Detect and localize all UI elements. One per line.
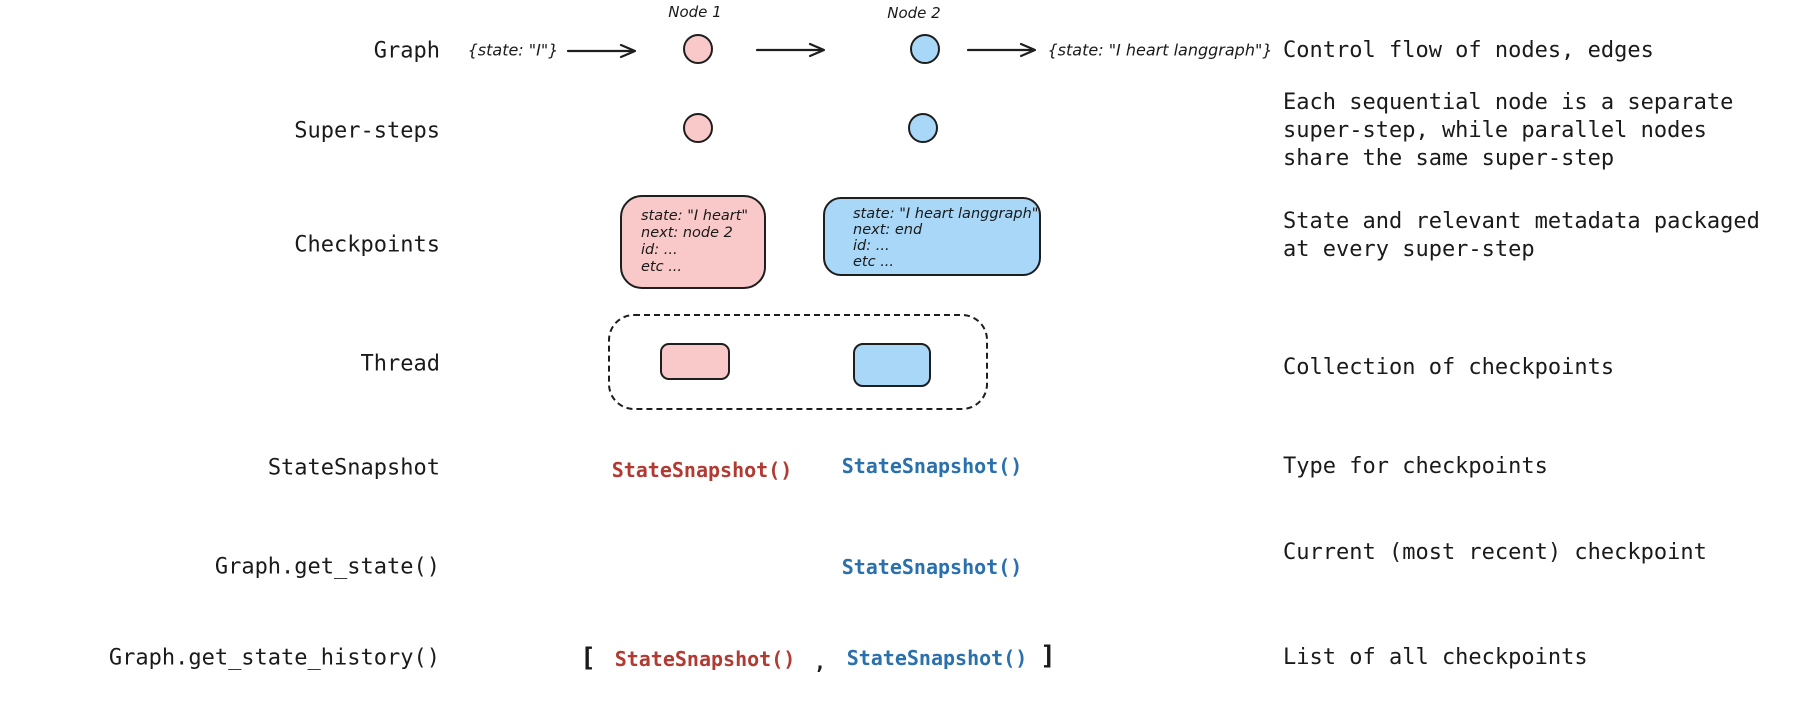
history-code-blue: StateSnapshot() — [846, 646, 1028, 670]
row-label-thread: Thread — [360, 351, 440, 377]
get-state-result-code: StateSnapshot() — [841, 555, 1023, 579]
list-separator: , — [813, 650, 827, 674]
description-graph: Control flow of nodes, edges — [1283, 38, 1654, 63]
graph-output-state-text: {state: "I heart langgraph"} — [1047, 40, 1273, 60]
row-label-graph: Graph — [373, 38, 440, 64]
row-label-statesnapshot: StateSnapshot — [267, 455, 440, 481]
super-step2-circle-icon — [908, 113, 938, 143]
description-thread: Collection of checkpoints — [1283, 355, 1615, 380]
statesnapshot-code-blue: StateSnapshot() — [841, 454, 1023, 478]
checkpoint-pink-text: state: "I heart" next: node 2 id: ... et… — [641, 208, 749, 275]
list-bracket-open: [ — [580, 643, 596, 673]
row-label-checkpoints: Checkpoints — [294, 232, 440, 258]
row-label-get-state-history: Graph.get_state_history() — [108, 645, 440, 671]
row-label-super-steps: Super-steps — [294, 118, 440, 144]
statesnapshot-code-red: StateSnapshot() — [611, 458, 793, 482]
arrow-right-icon — [755, 42, 826, 58]
description-super-steps: Each sequential node is a separate super… — [1283, 90, 1734, 171]
description-get-state: Current (most recent) checkpoint — [1283, 540, 1707, 565]
node1-title: Node 1 — [668, 3, 722, 21]
checkpoint-blue-text: state: "I heart langgraph" next: end id:… — [853, 206, 1039, 270]
node2-title: Node 2 — [887, 4, 941, 22]
thread-dashed-container — [608, 314, 988, 410]
row-label-get-state: Graph.get_state() — [214, 554, 440, 580]
arrow-right-icon — [566, 43, 637, 59]
description-statesnapshot: Type for checkpoints — [1283, 454, 1548, 479]
graph-input-state-text: {state: "I"} — [467, 40, 559, 60]
description-get-state-history: List of all checkpoints — [1283, 645, 1588, 670]
node1-circle-icon — [683, 34, 713, 64]
list-bracket-close: ] — [1040, 641, 1056, 671]
thread-checkpoint-blue-icon — [853, 343, 931, 387]
thread-checkpoint-pink-icon — [660, 343, 730, 380]
super-step1-circle-icon — [683, 113, 713, 143]
checkpoint-card-blue: state: "I heart langgraph" next: end id:… — [823, 197, 1041, 276]
description-checkpoints: State and relevant metadata packaged at … — [1283, 209, 1760, 262]
arrow-right-icon — [966, 42, 1037, 58]
node2-circle-icon — [910, 34, 940, 64]
history-code-red: StateSnapshot() — [614, 647, 796, 671]
checkpoint-card-pink: state: "I heart" next: node 2 id: ... et… — [620, 195, 766, 289]
